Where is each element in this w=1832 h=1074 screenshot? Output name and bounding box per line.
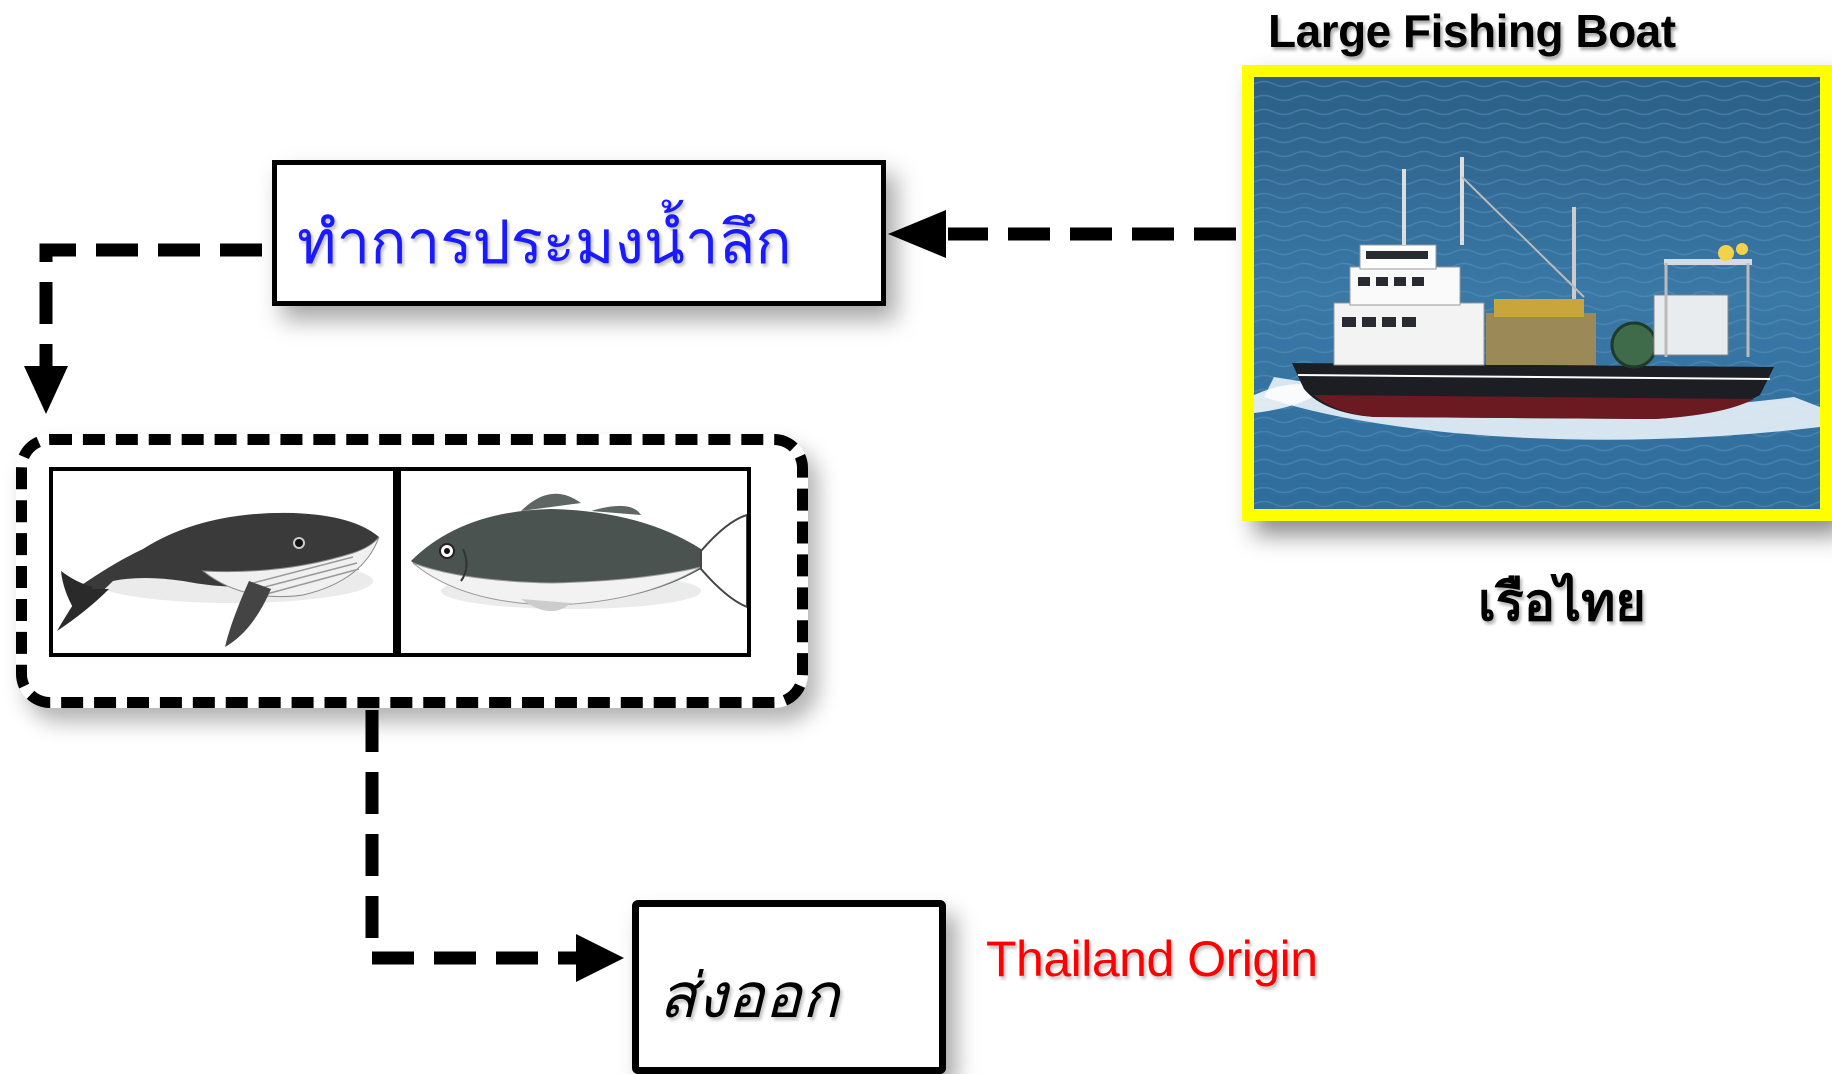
arrow-catch-to-export — [365, 710, 580, 965]
arrowhead-export — [576, 934, 624, 982]
whale-panel — [49, 467, 397, 657]
arrow-fishing-to-catch — [39, 243, 262, 366]
boat-caption: เรือไทย — [1478, 573, 1646, 633]
arrowhead-catch — [24, 366, 68, 414]
catch-group — [16, 434, 808, 708]
fishing-boat-image — [1254, 77, 1820, 509]
whale-icon — [57, 512, 380, 647]
boat-title: Large Fishing Boat — [1268, 5, 1676, 57]
tuna-panel — [397, 467, 751, 657]
arrowhead-fishing — [888, 210, 946, 258]
export-label: ส่งออก — [659, 959, 840, 1032]
tuna-icon — [411, 493, 747, 612]
origin-label: Thailand Origin — [986, 931, 1318, 987]
deep-sea-fishing-box: ทำการประมงน้ำลึก — [272, 160, 886, 306]
deep-sea-fishing-label: ทำการประมงน้ำลึก — [297, 208, 792, 278]
boat-photo — [1242, 65, 1832, 521]
export-box: ส่งออก — [632, 900, 946, 1074]
connector-layer — [24, 210, 1236, 982]
